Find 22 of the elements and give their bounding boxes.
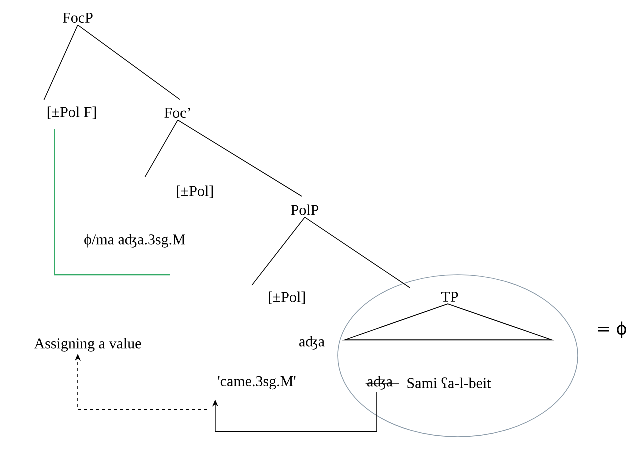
tree-label: [±Pol]: [177, 186, 213, 198]
tree-label: FocP: [63, 13, 93, 23]
tree-branch: [44, 24, 78, 101]
tree-branch: [78, 24, 180, 100]
tree-label: [±Pol F]: [48, 106, 96, 120]
tree-label: Sami ʕa-l-beit: [408, 378, 492, 388]
ellipse: [338, 274, 578, 438]
tree-branch: [304, 217, 410, 288]
tree-label: aʤa: [300, 336, 325, 350]
tree-label: [±Pol]: [269, 292, 305, 304]
gloss-text: 'came.3sg.M': [218, 376, 296, 390]
node-label: TP: [442, 292, 458, 302]
equation-text: = ϕ: [598, 322, 626, 338]
tree-label: PolP: [291, 204, 319, 216]
leader-line: [54, 129, 170, 276]
gloss-text: Assigning a value: [34, 338, 142, 352]
tree-branch: [252, 217, 306, 286]
tree-branch: [144, 120, 178, 178]
tree-branch: [178, 120, 302, 197]
movement-arrow: [212, 392, 378, 432]
tree-label: Foc’: [164, 108, 190, 118]
gloss-text: ϕ/ma aʤa.3sg.M: [84, 234, 186, 248]
